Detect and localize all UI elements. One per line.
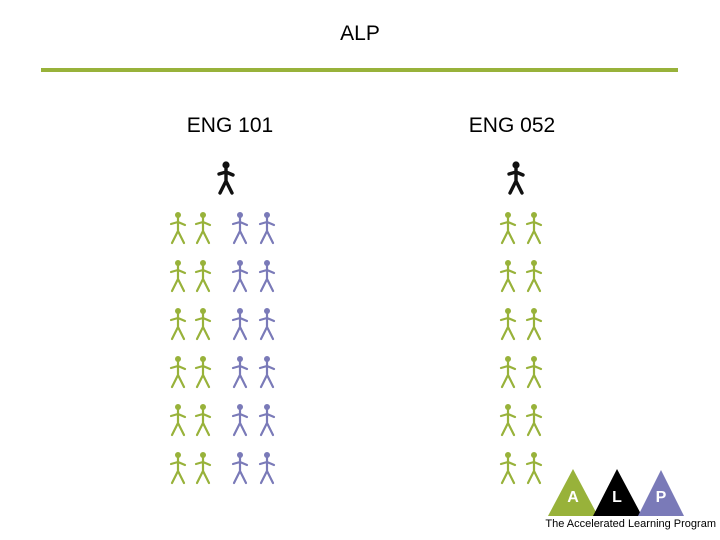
person-icon bbox=[194, 308, 212, 341]
person-icon bbox=[194, 212, 212, 245]
person-icon bbox=[258, 452, 276, 485]
teacher-icon bbox=[507, 161, 525, 195]
person-icon bbox=[499, 452, 517, 485]
person-icon bbox=[525, 260, 543, 293]
person-icon bbox=[169, 308, 187, 341]
column-label-eng052: ENG 052 bbox=[468, 114, 556, 137]
person-icon bbox=[231, 404, 249, 437]
person-icon bbox=[499, 260, 517, 293]
person-icon bbox=[231, 356, 249, 389]
logo-triangle-a bbox=[548, 469, 598, 516]
person-icon bbox=[231, 452, 249, 485]
person-icon bbox=[258, 404, 276, 437]
person-icon bbox=[258, 356, 276, 389]
logo-letter-p: P bbox=[655, 489, 667, 506]
person-icon bbox=[169, 260, 187, 293]
title-rule bbox=[41, 68, 678, 72]
column-label-eng101: ENG 101 bbox=[186, 114, 274, 137]
person-icon bbox=[499, 212, 517, 245]
logo-triangle-p bbox=[638, 470, 684, 516]
teacher-icon bbox=[217, 161, 235, 195]
logo-letter-a: A bbox=[567, 489, 579, 506]
person-icon bbox=[499, 308, 517, 341]
person-icon bbox=[525, 452, 543, 485]
person-icon bbox=[194, 452, 212, 485]
slide-title: ALP bbox=[340, 22, 380, 45]
logo-triangle-l bbox=[593, 469, 642, 516]
person-icon bbox=[258, 212, 276, 245]
person-icon bbox=[525, 212, 543, 245]
person-icon bbox=[525, 308, 543, 341]
person-icon bbox=[194, 404, 212, 437]
person-icon bbox=[499, 404, 517, 437]
person-icon bbox=[194, 356, 212, 389]
person-icon bbox=[258, 260, 276, 293]
person-icon bbox=[194, 260, 212, 293]
person-icon bbox=[169, 404, 187, 437]
person-icon bbox=[169, 212, 187, 245]
person-icon bbox=[499, 356, 517, 389]
person-icon bbox=[525, 356, 543, 389]
logo-letter-l: L bbox=[612, 489, 622, 506]
person-icon bbox=[525, 404, 543, 437]
person-icon bbox=[169, 452, 187, 485]
person-icon bbox=[231, 260, 249, 293]
person-icon bbox=[169, 356, 187, 389]
person-icon bbox=[231, 308, 249, 341]
logo-tagline: The Accelerated Learning Program bbox=[545, 518, 716, 530]
person-icon bbox=[258, 308, 276, 341]
person-icon bbox=[231, 212, 249, 245]
